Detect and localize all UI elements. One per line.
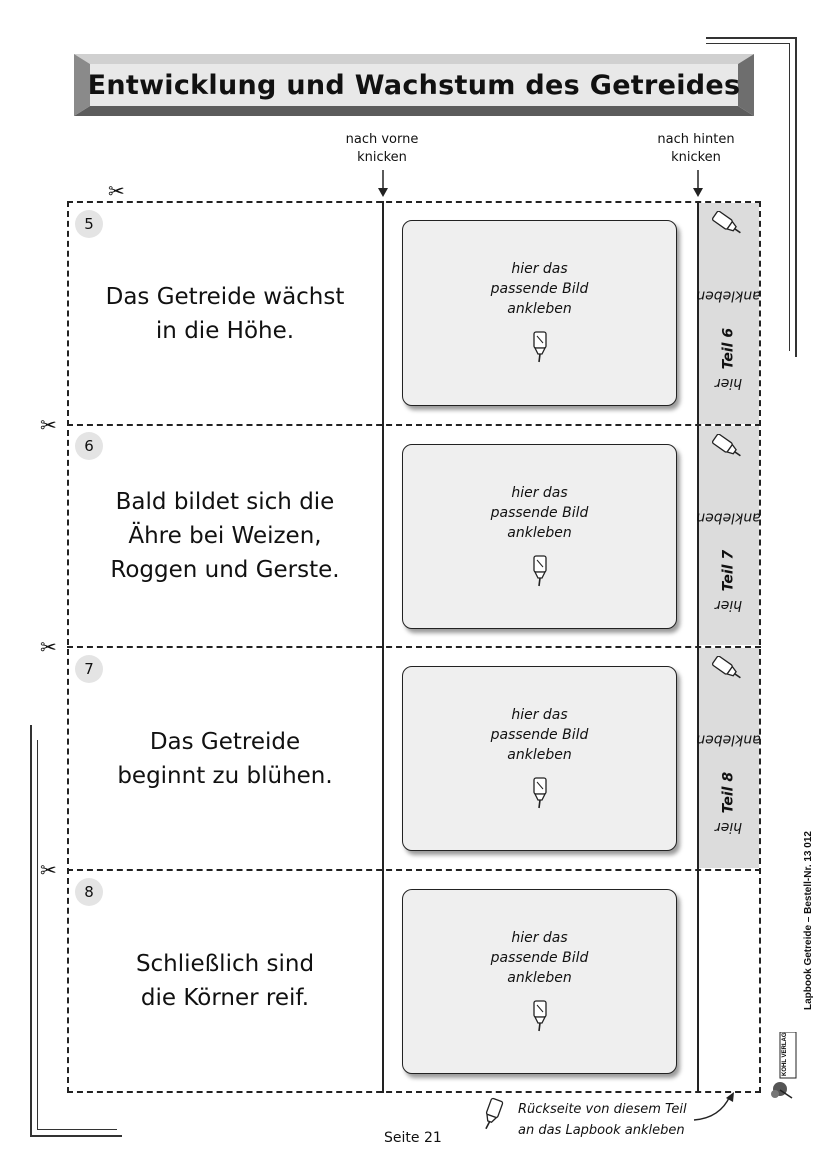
frame-line-bottom — [30, 1135, 122, 1137]
tab-label: hier Teil 6 ankleben — [696, 287, 762, 391]
title-banner: Entwicklung und Wachstum des Getreides — [74, 54, 754, 116]
frame-line-top — [706, 37, 796, 39]
tab-label: hier Teil 8 ankleben — [696, 731, 762, 835]
scissors-icon: ✂ — [40, 413, 57, 437]
frame-line-bottom-inner — [37, 1129, 117, 1130]
fold-front-label: nach vorne knicken — [345, 132, 419, 165]
tab-label: hier Teil 7 ankleben — [696, 509, 762, 613]
frame-line-left-inner — [37, 740, 38, 1130]
cut-line-3 — [67, 869, 761, 871]
glue-tab: hier Teil 7 ankleben — [696, 426, 762, 645]
glue-tube-icon — [711, 656, 741, 679]
publisher-logo: KOHL VERLAG — [771, 1032, 797, 1099]
svg-text:KOHL VERLAG: KOHL VERLAG — [782, 1032, 788, 1076]
fold-line-back — [697, 201, 699, 1093]
glue-tube-icon — [533, 777, 547, 809]
page-title: Entwicklung und Wachstum des Getreides — [87, 69, 741, 101]
scissors-icon: ✂ — [40, 635, 57, 659]
frame-line-right-inner — [789, 43, 790, 351]
card-number: 8 — [75, 878, 103, 906]
glue-tube-icon — [533, 1000, 547, 1032]
card-text: Schließlich sind die Körner reif. — [135, 951, 315, 1011]
cut-line-2 — [67, 646, 761, 648]
card-number: 6 — [75, 432, 103, 460]
fold-back-arrow-icon — [693, 170, 703, 197]
back-glue-instruction: Rückseite von diesem Teil an das Lapbook… — [518, 1102, 687, 1138]
scissors-icon: ✂ — [40, 858, 57, 882]
glue-tab: hier Teil 6 ankleben — [696, 203, 762, 424]
image-placeholder: hier das passende Bild ankleben — [402, 444, 677, 629]
curved-arrow-icon — [693, 1092, 734, 1121]
cut-line-1 — [67, 424, 761, 426]
glue-tube-icon — [533, 555, 547, 587]
scissors-icon: ✂ — [108, 179, 125, 203]
frame-line-left — [30, 725, 32, 1137]
card-number: 5 — [75, 210, 103, 238]
fold-back-label: nach hinten knicken — [657, 132, 735, 165]
card-text: Bald bildet sich die Ähre bei Weizen, Ro… — [110, 489, 340, 583]
glue-tab: hier Teil 8 ankleben — [696, 648, 762, 868]
fold-front-arrow-icon — [378, 170, 388, 197]
frame-line-right — [795, 37, 797, 357]
order-number-text: Lapbook Getreide – Bestell-Nr. 13 012 — [803, 831, 814, 1010]
card-text: Das Getreide wächst in die Höhe. — [105, 283, 345, 344]
glue-tube-icon — [711, 434, 741, 457]
page-number: Seite 21 — [384, 1130, 442, 1146]
fold-line-front — [382, 201, 384, 1093]
glue-tube-icon — [533, 331, 547, 363]
glue-tube-icon — [485, 1097, 504, 1130]
glue-tube-icon — [711, 211, 741, 234]
image-placeholder: hier das passende Bild ankleben — [402, 889, 677, 1074]
card-number: 7 — [75, 655, 103, 683]
image-placeholder: hier das passende Bild ankleben — [402, 666, 677, 851]
card-text: Das Getreide beginnt zu blühen. — [117, 728, 333, 789]
frame-line-top-inner — [706, 43, 790, 44]
image-placeholder: hier das passende Bild ankleben — [402, 220, 677, 406]
